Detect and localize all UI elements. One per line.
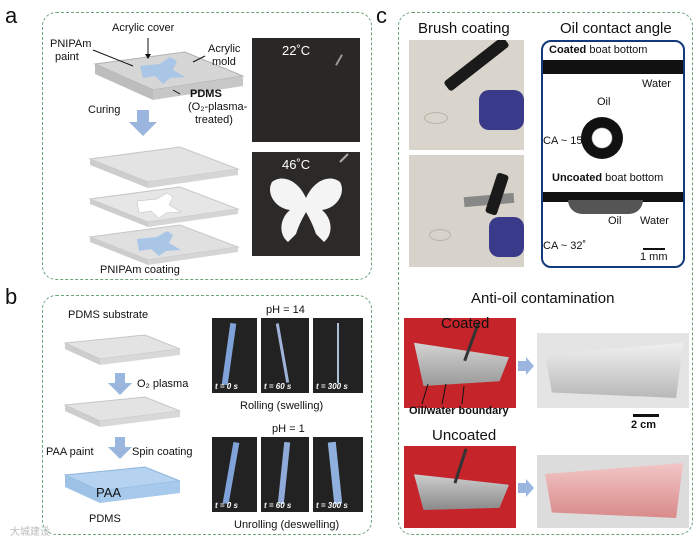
watermark: 大城建设 [10,527,50,538]
label-coated-bottom: Coated boat bottom [549,44,647,57]
boundary-arrows [421,383,465,405]
label-pdms: PDMS [190,88,222,100]
photo-coated-boat [404,318,516,408]
label-ph-1: pH = 1 [272,423,305,435]
photo-brush-2 [409,155,524,267]
photo-46c: 46˚C [252,152,360,256]
frame-ph1-0: t = 0 s [212,437,257,512]
label-brush-coating: Brush coating [418,20,510,37]
frame-ph14-300: t = 300 s [313,318,363,393]
label-pnipam-paint-1: PNIPAm [50,38,92,50]
label-ca-158: CA ~ 158˚ [543,135,593,147]
label-uncoated-bold: Uncoated [552,172,603,184]
butterfly-cutout-shape [136,192,182,219]
label-pdms-treat-2: treated) [195,114,233,126]
photo-coated-after [537,333,689,408]
label-ph-14: pH = 14 [266,304,305,316]
label-coated: Coated [441,315,490,332]
spin-coating-arrow [108,437,132,459]
panel-letter-a: a [5,3,18,28]
label-uncoated-rest: boat bottom [602,172,664,184]
frame-ph1-300: t = 300 s [313,437,363,512]
panel-b [42,295,372,535]
label-o2-plasma: O₂ plasma [137,378,189,390]
label-pdms-b: PDMS [89,513,121,525]
panel-letter-c: c [376,3,387,28]
label-acrylic-mold-2: mold [212,56,236,68]
label-paa-paint: PAA paint [46,446,94,458]
frame-time-label: t = 60 s [264,501,292,510]
frame-time-label: t = 60 s [264,382,292,391]
panel-letter-b: b [5,284,18,309]
photo-uncoated-boat [404,446,516,528]
oil-droplet-coated [581,117,623,159]
o2-plasma-arrow [108,373,132,395]
oil-droplet-uncoated [568,200,643,214]
label-curing: Curing [88,104,121,116]
label-paa: PAA [96,485,122,500]
temp-46c-label: 46˚C [282,157,311,172]
panel-a [42,12,372,280]
label-oil-contact-angle: Oil contact angle [560,20,672,37]
panel-c [398,12,693,535]
panel-b-schematic [63,334,181,503]
label-pdms-treat-1: (O₂-plasma- [188,101,248,113]
label-rolling: Rolling (swelling) [240,400,324,412]
label-pnipam-coating: PNIPAm coating [100,264,180,276]
frame-ph14-0: t = 0 s [212,318,257,393]
label-unrolling: Unrolling (deswelling) [234,519,340,531]
panel-a-schematic [88,38,245,265]
label-oil-water-boundary: Oil/water boundary [409,405,509,417]
temp-22c-label: 22˚C [282,43,311,58]
scale-bar-1mm [643,248,665,250]
butterfly-coating-shape [137,231,181,256]
arrow-uncoated [518,479,534,497]
label-scale-2cm: 2 cm [631,419,657,431]
scale-bar-2cm [633,414,659,417]
label-uncoated: Uncoated [432,427,497,444]
label-ca-32: CA ~ 32˚ [543,240,587,252]
frame-ph1-60: t = 60 s [261,437,309,512]
label-scale-1mm: 1 mm [640,251,668,263]
butterfly-pnipam-shape [140,57,185,84]
label-pnipam-paint-2: paint [55,51,79,63]
arrow-coated [518,357,534,375]
label-anti-oil: Anti-oil contamination [471,290,615,307]
contact-angle-inset [541,40,685,268]
curing-arrow [129,110,157,136]
label-acrylic-mold-1: Acrylic [208,43,241,55]
label-uncoated-bottom: Uncoated boat bottom [552,172,663,185]
label-oil-1: Oil [597,96,611,108]
frame-time-label: t = 300 s [316,501,348,510]
photo-22c: 22˚C [252,38,360,142]
label-coated-rest: boat bottom [586,44,648,56]
frame-time-label: t = 300 s [316,382,348,391]
label-water-2: Water [640,215,669,227]
butterfly-white-shape [270,178,342,242]
label-coated-bold: Coated [549,44,587,56]
label-water-1: Water [642,78,671,90]
label-spin-coating: Spin coating [132,446,193,458]
label-pdms-substrate: PDMS substrate [68,309,149,321]
label-acrylic-cover: Acrylic cover [112,22,175,34]
label-oil-2: Oil [608,215,622,227]
frame-ph14-60: t = 60 s [261,318,309,393]
photo-brush-1 [409,40,524,150]
frame-time-label: t = 0 s [215,382,238,391]
frame-time-label: t = 0 s [215,501,238,510]
photo-uncoated-after [537,455,689,528]
